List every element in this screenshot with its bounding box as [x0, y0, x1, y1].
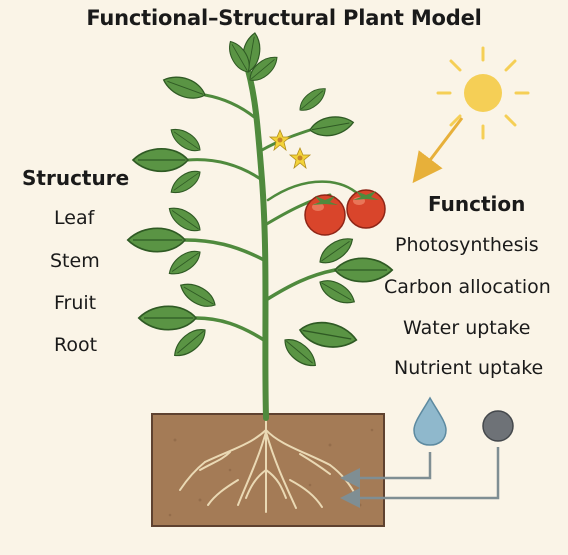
function-item-water-uptake: Water uptake	[403, 317, 530, 339]
structure-item-root: Root	[54, 334, 97, 356]
flower-icon	[270, 130, 290, 150]
tomato-icon	[347, 190, 385, 228]
structure-item-leaf: Leaf	[54, 207, 94, 229]
sun-icon	[438, 48, 528, 138]
function-item-carbon-allocation: Carbon allocation	[384, 276, 551, 298]
structure-item-fruit: Fruit	[54, 292, 96, 314]
flower-icon	[290, 148, 310, 168]
nutrient-icon	[483, 411, 513, 441]
page-title: Functional–Structural Plant Model	[0, 6, 568, 30]
structure-item-stem: Stem	[50, 250, 100, 272]
structure-heading: Structure	[22, 166, 129, 190]
function-item-photosynthesis: Photosynthesis	[395, 234, 539, 256]
sunlight-arrow	[418, 118, 462, 176]
function-heading: Function	[428, 192, 525, 216]
water-drop-icon	[414, 398, 446, 445]
function-item-nutrient-uptake: Nutrient uptake	[394, 357, 543, 379]
tomato-icon	[305, 195, 345, 235]
